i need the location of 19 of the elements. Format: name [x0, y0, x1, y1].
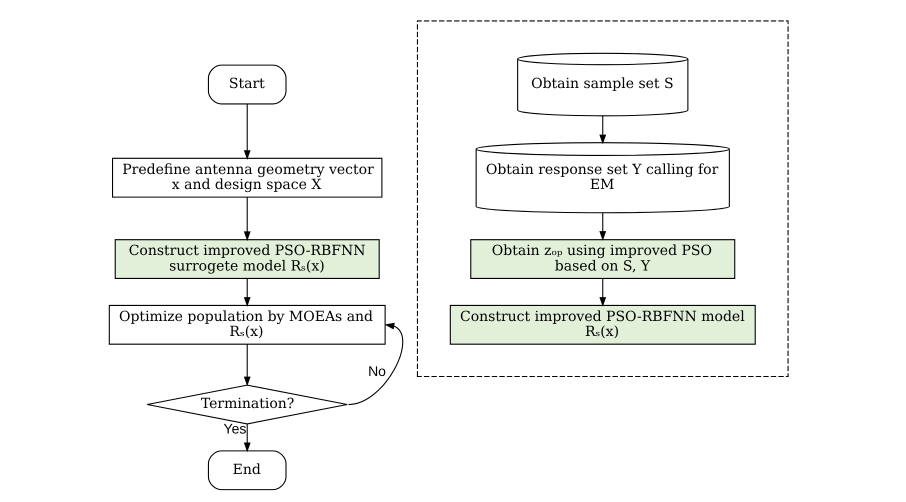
arrow [244, 344, 251, 386]
arrow [244, 104, 251, 160]
node-box: Predefine antenna geometry vector x and design space X [112, 158, 382, 198]
node-box: Optimize population by MOEAs and Rₛ(x) [108, 304, 386, 345]
node-box: End [208, 450, 287, 490]
arrow [348, 322, 404, 406]
node-box: Obtain zₒₚ using improved PSO based on S, Y [470, 239, 736, 280]
arrow [244, 278, 251, 307]
node-box: Start [208, 64, 287, 104]
arrow [599, 212, 606, 241]
arrow [599, 116, 606, 144]
cluster [416, 20, 789, 378]
node-box: Construct improved PSO-RBFNN model Rₛ(x) [450, 304, 756, 345]
node-diamond: Termination? [146, 384, 348, 424]
arrow [244, 197, 251, 242]
arrow [599, 278, 606, 307]
edge-label: No [368, 363, 386, 380]
arrow [244, 424, 251, 452]
node-box: Construct improved PSO-RBFNN surrogete model Rₛ(x) [114, 239, 380, 280]
